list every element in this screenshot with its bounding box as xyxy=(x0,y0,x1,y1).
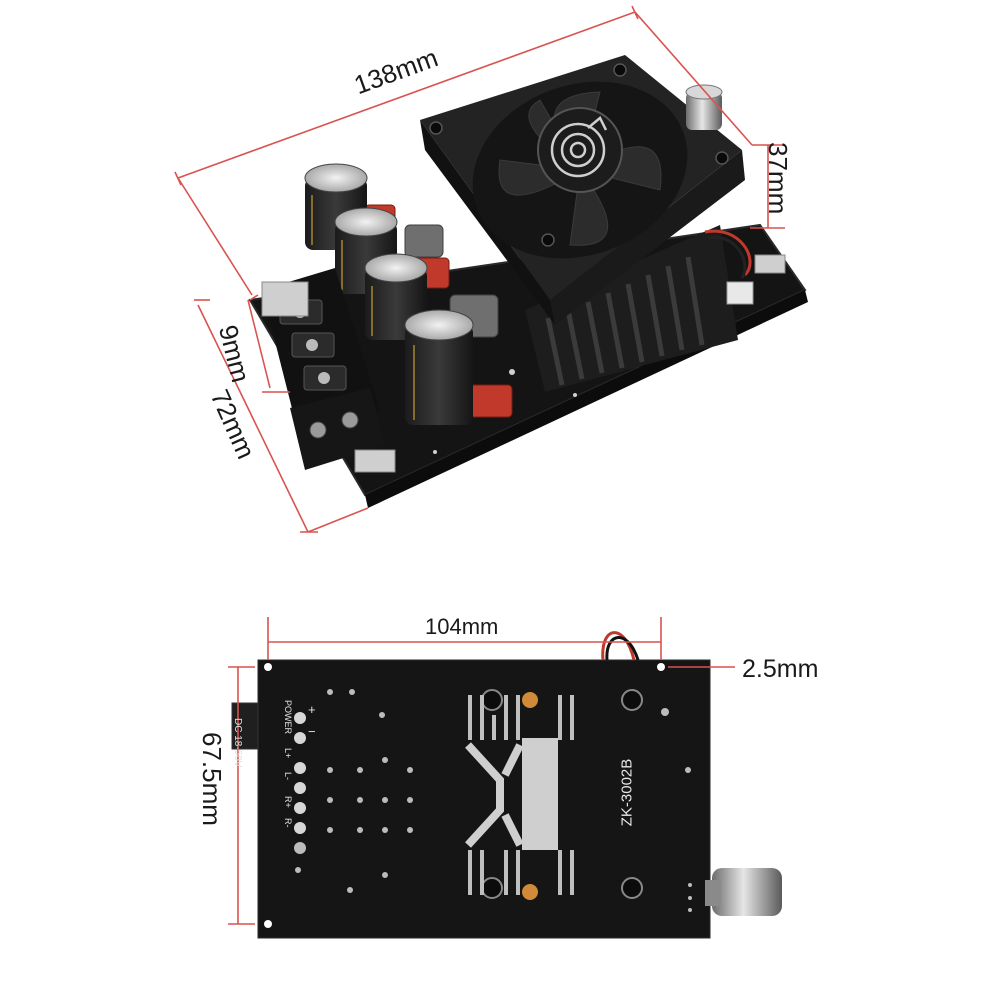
hole-diameter-dimension-label: 2.5mm xyxy=(742,655,819,683)
r-minus-label: R- xyxy=(283,818,293,828)
board-3d-view: ZS368MP4A3-138785 xyxy=(248,55,808,508)
model-label: ZK-3002B xyxy=(618,758,636,827)
thermal-pad xyxy=(468,695,574,895)
plus-label: + xyxy=(308,702,316,717)
power-label: POWER xyxy=(283,700,293,735)
l-plus-label: L+ xyxy=(283,748,293,759)
l-minus-label: L- xyxy=(283,772,293,781)
volume-knob-bottom xyxy=(705,868,782,916)
dimension-lines-top xyxy=(174,5,785,533)
dimension-lines-bottom xyxy=(228,617,735,925)
power-terminal-block xyxy=(290,388,396,473)
board-width-dimension-label: 67.5mm xyxy=(197,732,227,826)
fan-connector xyxy=(704,229,786,305)
minus-label: − xyxy=(308,724,316,739)
cooling-fan xyxy=(420,55,745,325)
volume-knob xyxy=(685,84,723,130)
fan-logo-icon xyxy=(550,116,608,178)
hole-spacing-dimension-label: 104mm xyxy=(425,614,499,639)
heatsink xyxy=(525,225,738,392)
electrolytic-capacitors xyxy=(304,163,474,425)
r-plus-label: R+ xyxy=(283,796,293,808)
height-dimension-label: 37mm xyxy=(763,142,793,215)
board-back-view xyxy=(231,631,782,939)
voltage-label: DC 18-50V xyxy=(232,718,243,768)
